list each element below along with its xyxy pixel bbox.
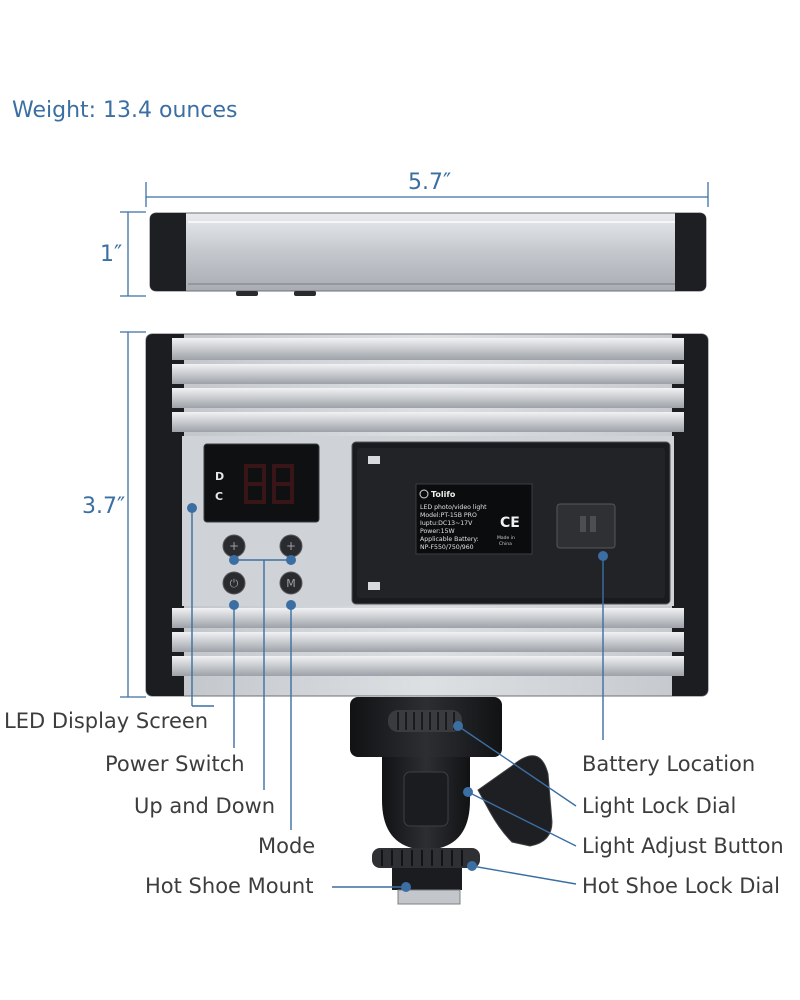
display-letter-c: C [215, 490, 223, 503]
ce-mark: CE [500, 515, 520, 531]
light-adjust-dot [463, 787, 473, 797]
label-battery-location: Battery Location [582, 752, 756, 776]
callout-dots [187, 503, 608, 892]
light-lock-dot [453, 721, 463, 731]
up-icon: + [229, 539, 239, 553]
spec-line-2: Model:PT-15B PRO [420, 512, 477, 519]
label-led-display-screen: LED Display Screen [4, 709, 209, 733]
brand-logo: Tolifo [431, 490, 456, 499]
spec-line-3: Iuptu:DC13~17V [420, 520, 473, 527]
down-icon: + [286, 539, 296, 553]
label-light-lock-dial: Light Lock Dial [582, 794, 737, 818]
height-dimension-label: 3.7″ [82, 494, 126, 519]
battery-compartment: Tolifo LED photo/video light Model:PT-15… [351, 441, 671, 605]
width-dimension [145, 182, 709, 207]
down-dot [286, 555, 296, 565]
height-dimension [120, 331, 146, 698]
power-switch-dot [229, 600, 239, 610]
control-buttons: + + ⏻ M [222, 534, 303, 595]
battery-dot [598, 551, 608, 561]
depth-dimension-label: 1″ [100, 242, 123, 267]
spec-line-1: LED photo/video light [420, 504, 487, 511]
label-hot-shoe-mount: Hot Shoe Mount [145, 874, 314, 898]
mode-dot [286, 600, 296, 610]
mount-assembly [350, 697, 553, 905]
spec-line-6: NP-F550/750/960 [420, 544, 474, 551]
label-light-adjust-button: Light Adjust Button [582, 834, 784, 858]
label-power-switch: Power Switch [105, 752, 245, 776]
power-icon: ⏻ [230, 577, 239, 590]
callout-lines [191, 508, 604, 888]
depth-dimension [120, 211, 146, 297]
spec-line-5: Applicable Battery: [420, 536, 479, 543]
label-up-and-down: Up and Down [134, 794, 276, 818]
up-dot [229, 555, 239, 565]
made-in-2: China [499, 541, 512, 547]
led-display-dot [187, 503, 197, 513]
hot-shoe-lock-dot [467, 861, 477, 871]
mode-button[interactable] [279, 571, 303, 595]
spec-line-4: Power:15W [420, 528, 455, 535]
hot-shoe-mount-dot [401, 882, 411, 892]
mode-icon: M [286, 577, 296, 590]
made-in-1: Made in [497, 535, 515, 541]
width-dimension-label: 5.7″ [408, 170, 452, 195]
label-mode: Mode [258, 834, 316, 858]
light-top-view [149, 212, 707, 296]
label-hot-shoe-lock-dial: Hot Shoe Lock Dial [582, 874, 780, 898]
power-button[interactable] [222, 571, 246, 595]
led-display-screen: D C [203, 443, 320, 523]
weight-label: Weight: 13.4 ounces [12, 98, 238, 123]
display-letter-d: D [215, 470, 224, 483]
